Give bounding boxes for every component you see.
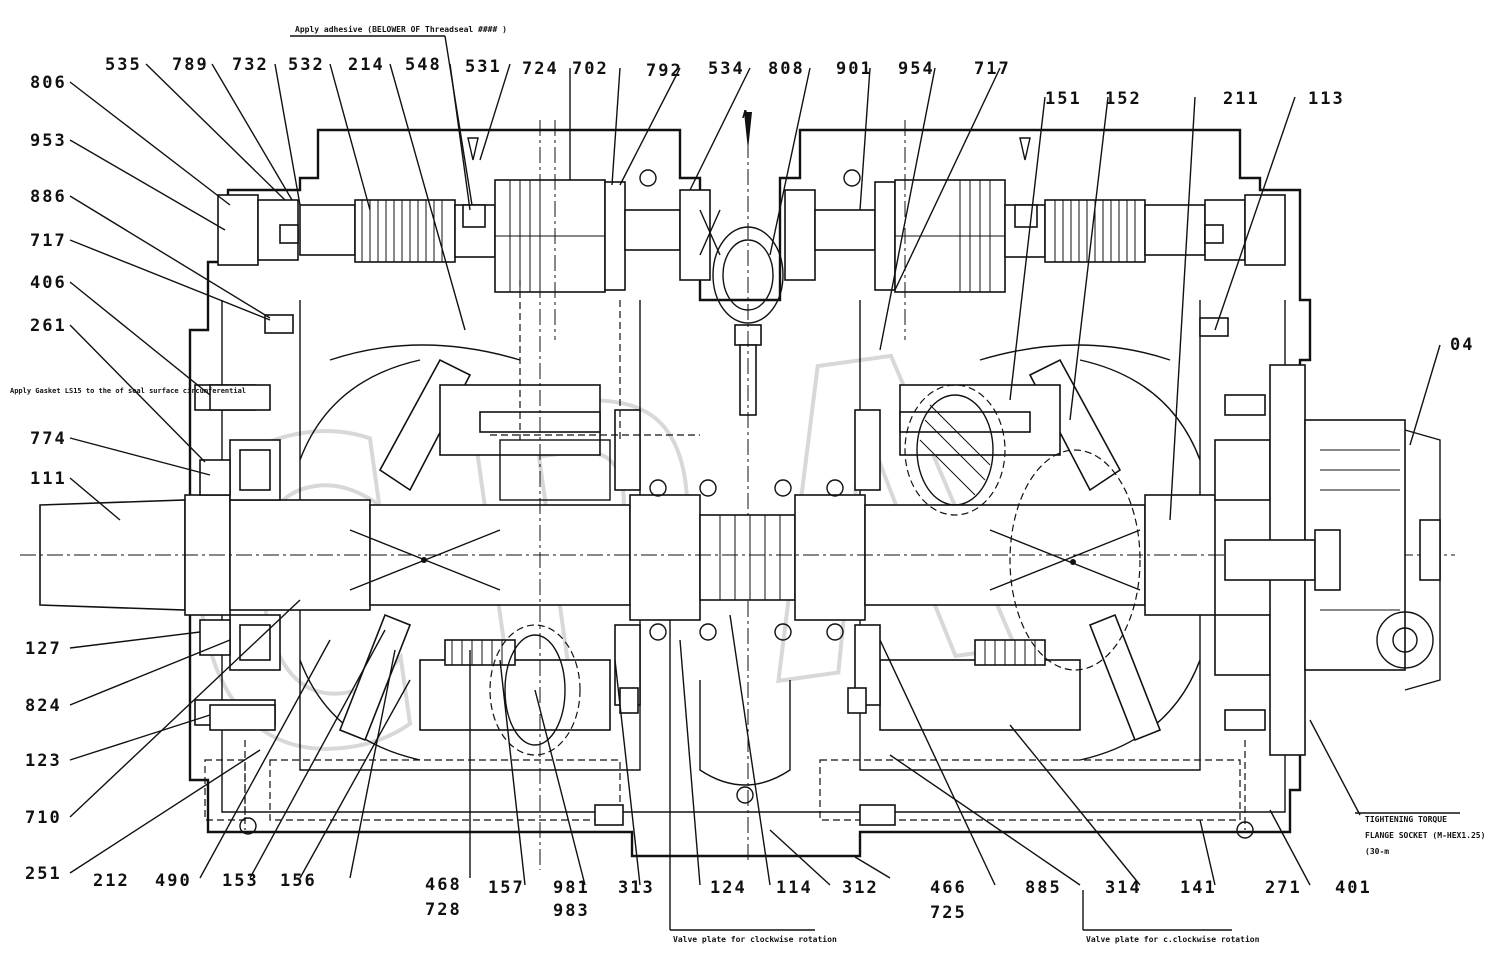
note-valve-cw: Valve plate for clockwise rotation bbox=[673, 934, 837, 944]
left-rotating-group bbox=[299, 120, 700, 870]
right-part-labels: 04 bbox=[1450, 335, 1474, 355]
label-124: 124 bbox=[710, 878, 747, 898]
label-152: 152 bbox=[1105, 89, 1142, 109]
label-824: 824 bbox=[25, 696, 62, 716]
label-314: 314 bbox=[1105, 878, 1142, 898]
note-valve-ccw: Valve plate for c.clockwise rotation bbox=[1086, 934, 1260, 944]
label-468: 468 bbox=[425, 875, 462, 895]
label-548: 548 bbox=[405, 55, 442, 75]
note-left-group: Apply Gasket LS15 to the of seal surface… bbox=[10, 387, 246, 395]
label-724: 724 bbox=[522, 59, 559, 79]
label-214: 214 bbox=[348, 55, 385, 75]
note-right-1: TIGHTENING TORQUE bbox=[1365, 815, 1447, 824]
label-534: 534 bbox=[708, 59, 745, 79]
label-806: 806 bbox=[30, 73, 67, 93]
label-312: 312 bbox=[842, 878, 879, 898]
leader-lines bbox=[69, 63, 1441, 930]
label-901: 901 bbox=[836, 59, 873, 79]
label-710: 710 bbox=[25, 808, 62, 828]
label-114: 114 bbox=[776, 878, 813, 898]
label-792: 792 bbox=[646, 61, 683, 81]
label-157: 157 bbox=[488, 878, 525, 898]
label-111: 111 bbox=[30, 469, 67, 489]
right-rotating-group bbox=[847, 120, 1201, 826]
label-954: 954 bbox=[898, 59, 935, 79]
rear-bearing-flange bbox=[1214, 364, 1441, 756]
label-732: 732 bbox=[232, 55, 269, 75]
note-right-2: FLANGE SOCKET (M-HEX1.25) bbox=[1365, 831, 1485, 840]
label-702: 702 bbox=[572, 59, 609, 79]
label-401: 401 bbox=[1335, 878, 1372, 898]
center-eye-bolt bbox=[712, 112, 784, 860]
label-466: 466 bbox=[930, 878, 967, 898]
note-right-3: (30-m bbox=[1365, 847, 1389, 856]
label-953: 953 bbox=[30, 131, 67, 151]
bottom-part-labels: 212 490 153 156 468 728 157 981 983 313 124 114 312 4… bbox=[93, 871, 1372, 923]
note-left: Apply Gasket LS15 to the of seal surface… bbox=[10, 387, 246, 395]
label-261: 261 bbox=[30, 316, 67, 336]
label-490: 490 bbox=[155, 871, 192, 891]
label-151: 151 bbox=[1045, 89, 1082, 109]
label-774: 774 bbox=[30, 429, 67, 449]
label-535: 535 bbox=[105, 55, 142, 75]
label-717: 717 bbox=[30, 231, 67, 251]
label-141: 141 bbox=[1180, 878, 1217, 898]
section-mark: A bbox=[742, 108, 751, 121]
label-113: 113 bbox=[1308, 89, 1345, 109]
label-123: 123 bbox=[25, 751, 62, 771]
label-211: 211 bbox=[1223, 89, 1260, 109]
label-983: 983 bbox=[553, 901, 590, 921]
label-127: 127 bbox=[25, 639, 62, 659]
left-regulator bbox=[217, 179, 721, 293]
label-313: 313 bbox=[618, 878, 655, 898]
label-981: 981 bbox=[553, 878, 590, 898]
housing-bolts bbox=[209, 137, 1254, 839]
label-531: 531 bbox=[465, 57, 502, 77]
label-717: 717 bbox=[974, 59, 1011, 79]
label-886: 886 bbox=[30, 187, 67, 207]
label-153: 153 bbox=[222, 871, 259, 891]
top-part-labels: 535 789 732 532 214 548 531 724 702 792 534 808 901 9… bbox=[105, 55, 1345, 109]
label-156: 156 bbox=[280, 871, 317, 891]
label-212: 212 bbox=[93, 871, 130, 891]
label-532: 532 bbox=[288, 55, 325, 75]
label-808: 808 bbox=[768, 59, 805, 79]
label-271: 271 bbox=[1265, 878, 1302, 898]
label-789: 789 bbox=[172, 55, 209, 75]
label-406: 406 bbox=[30, 273, 67, 293]
label-04: 04 bbox=[1450, 335, 1474, 355]
label-251: 251 bbox=[25, 864, 62, 884]
label-728: 728 bbox=[425, 900, 462, 920]
left-part-labels: 806 953 886 717 406 261 774 111 127 824 123 710 251 bbox=[25, 73, 67, 884]
label-885: 885 bbox=[1025, 878, 1062, 898]
note-top: Apply adhesive (BELOWER OF Threadseal ##… bbox=[295, 24, 507, 34]
label-725: 725 bbox=[930, 903, 967, 923]
front-bearing bbox=[194, 384, 281, 726]
